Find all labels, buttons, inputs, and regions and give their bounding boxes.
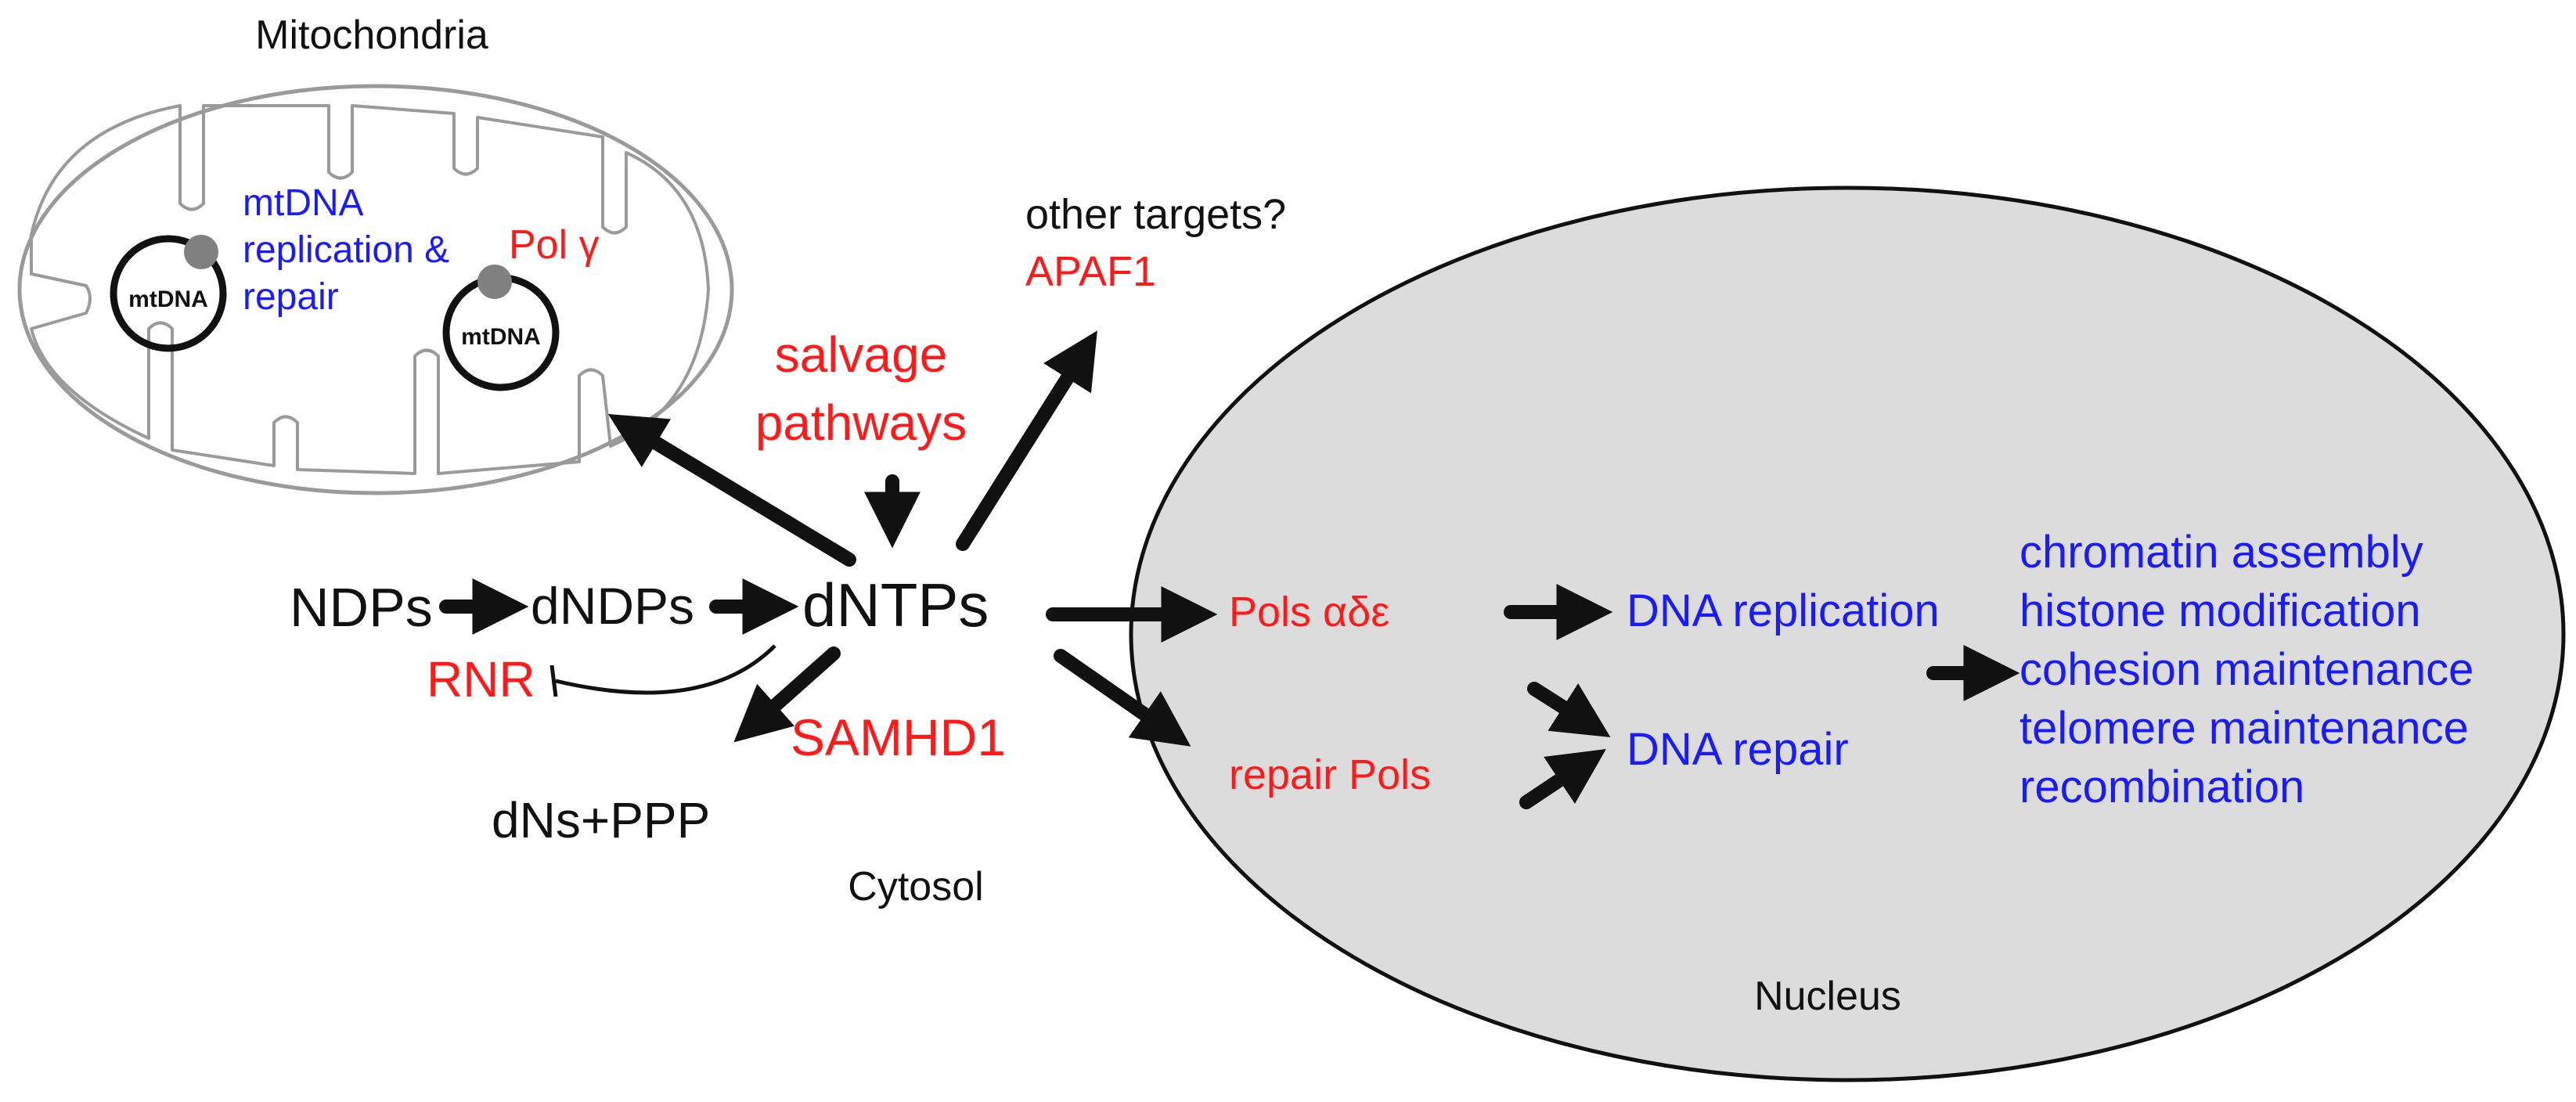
label-pol-gamma: Pol γ xyxy=(509,222,600,268)
arrow-repair-pols-to-repair xyxy=(1519,749,1606,809)
label-nucleus: Nucleus xyxy=(1754,974,1901,1019)
label-dna-replication: DNA replication xyxy=(1627,585,1940,636)
label-salvage: salvage xyxy=(775,326,948,383)
label-process-5: recombination xyxy=(2019,762,2304,812)
label-process-4: telomere maintenance xyxy=(2019,703,2469,754)
arrow-dntps-to-samhd1 xyxy=(733,646,841,743)
mitochondrion-outer-membrane xyxy=(17,84,734,495)
mitochondrion-inner-membrane xyxy=(30,104,710,475)
arrow-dntps-to-mitochondria xyxy=(607,413,856,567)
label-dntps: dNTPs xyxy=(802,571,989,639)
label-mtdna-process-1: mtDNA xyxy=(243,182,364,224)
label-pathways: pathways xyxy=(755,394,967,451)
label-apaf1: APAF1 xyxy=(1025,248,1156,295)
label-cytosol: Cytosol xyxy=(848,864,983,909)
inhibition-bar xyxy=(549,664,558,697)
label-process-1: chromatin assembly xyxy=(2019,527,2423,578)
label-mtdna-2: mtDNA xyxy=(461,324,541,350)
nucleus-ellipse xyxy=(1129,185,2566,1082)
arrow-dntps-to-other-targets xyxy=(956,330,1097,551)
label-samhd1: SAMHD1 xyxy=(791,708,1006,766)
label-mtdna-process-2: replication & xyxy=(243,229,449,271)
label-dndps: dNDPs xyxy=(531,577,694,635)
label-other-targets: other targets? xyxy=(1025,191,1286,238)
label-process-2: histone modification xyxy=(2019,585,2421,636)
label-process-3: cohesion maintenance xyxy=(2019,644,2473,695)
arrow-dntps-to-repair-pols xyxy=(1054,649,1191,747)
mtdna-marker-2 xyxy=(477,265,512,299)
mtdna-marker-1 xyxy=(184,235,218,269)
label-mtdna-1: mtDNA xyxy=(128,286,208,312)
mtdna-circle-1 xyxy=(110,235,227,352)
label-repair-pols: repair Pols xyxy=(1229,751,1431,798)
label-mtdna-process-3: repair xyxy=(243,276,339,318)
label-rnr: RNR xyxy=(427,651,535,708)
arrow-pols-to-repair xyxy=(1527,682,1611,738)
inhibition-curve-dntps-to-rnr xyxy=(555,644,776,695)
label-dna-repair: DNA repair xyxy=(1627,724,1849,775)
label-pols-ade: Pols αδε xyxy=(1229,589,1389,636)
label-ndps: NDPs xyxy=(290,577,433,638)
label-dns-ppp: dNs+PPP xyxy=(492,792,710,848)
label-mitochondria: Mitochondria xyxy=(255,13,488,58)
